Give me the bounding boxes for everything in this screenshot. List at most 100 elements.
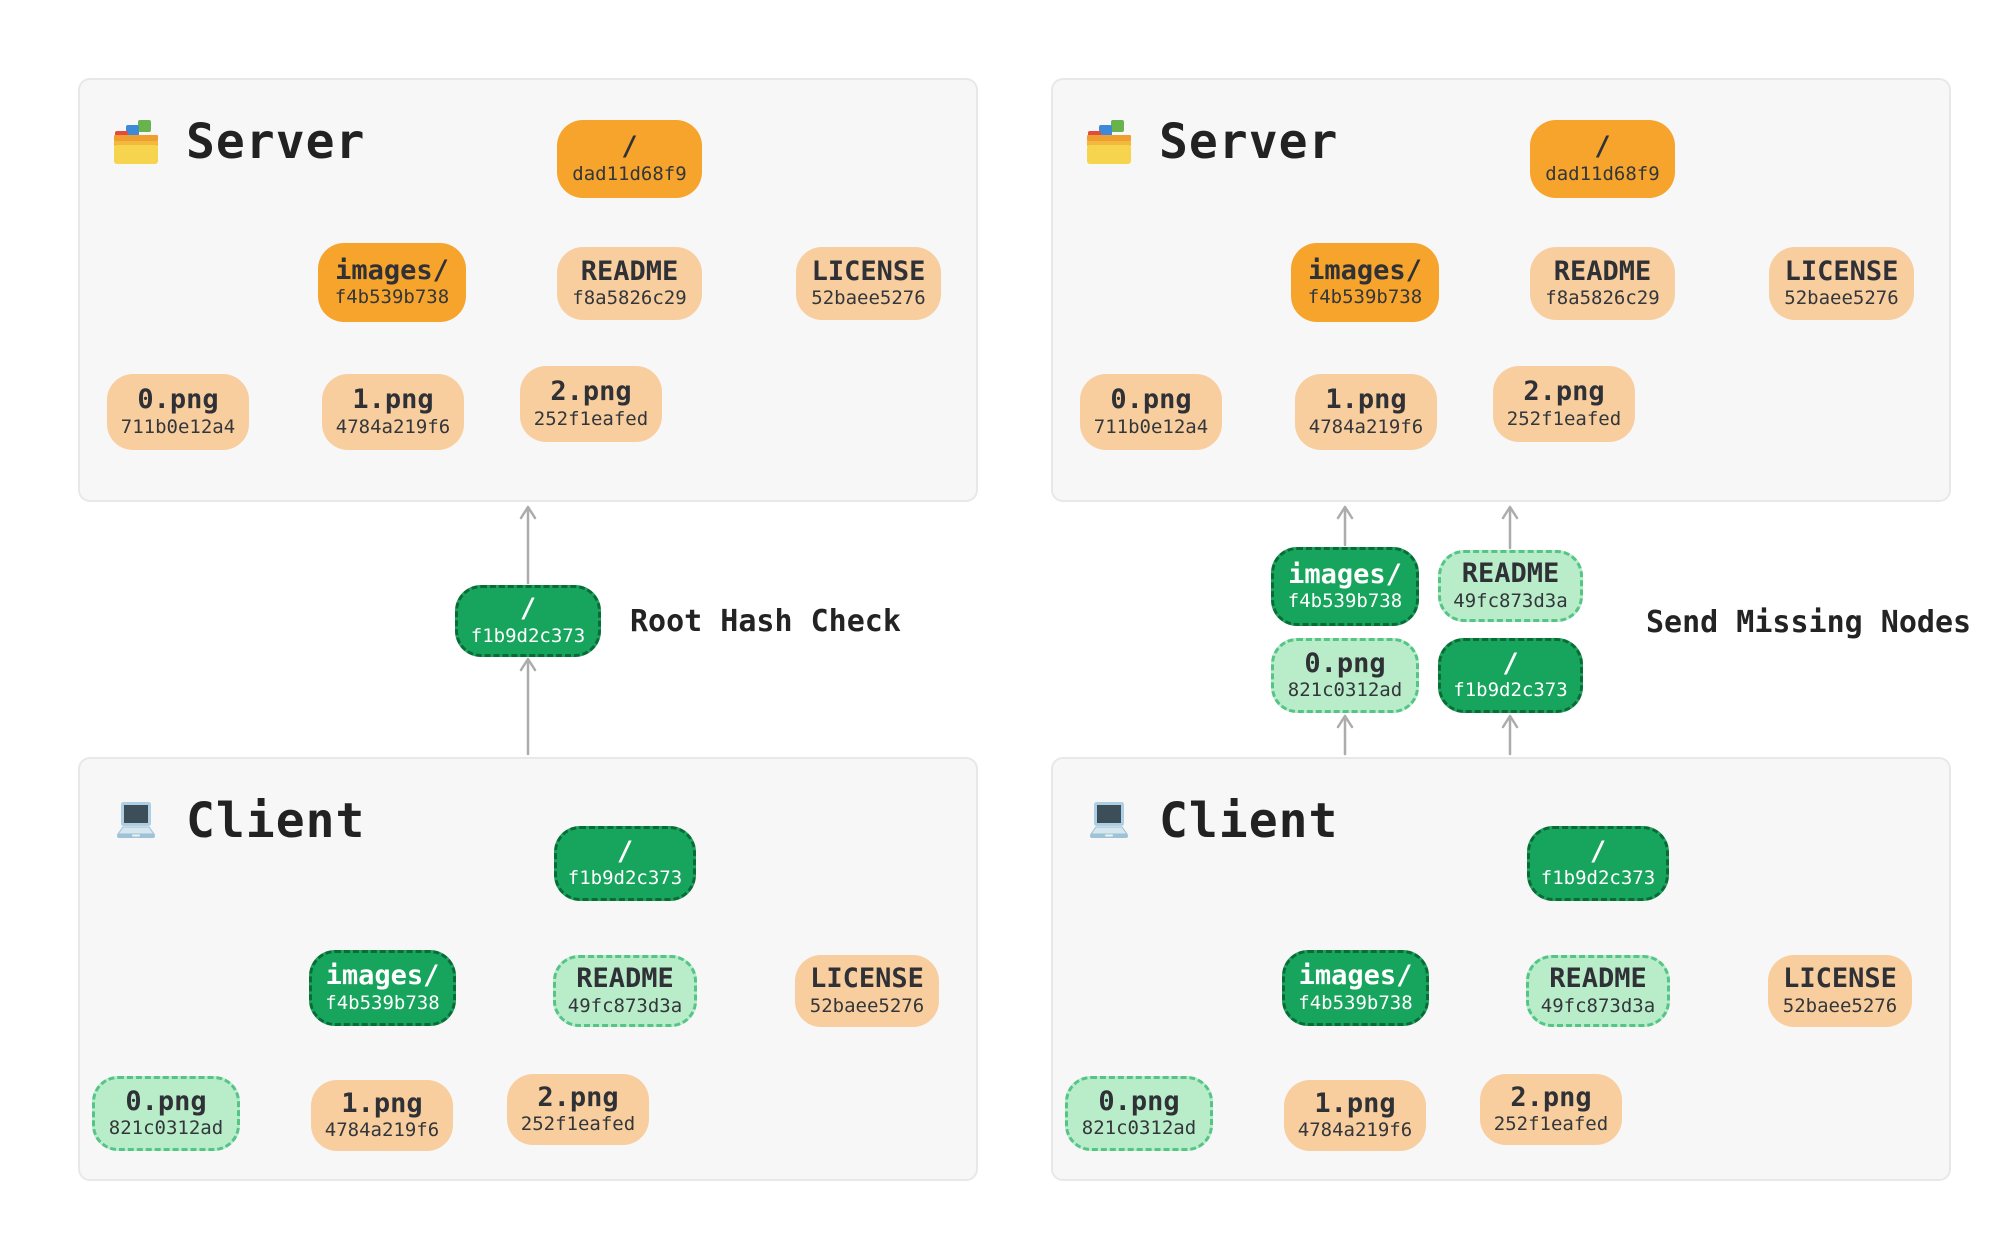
client-readme-node: README 49fc873d3a [553, 955, 697, 1027]
root-hash-check-label: Root Hash Check [630, 604, 901, 639]
node-hash: 52baee5276 [1784, 287, 1899, 310]
laptop-icon [1085, 797, 1133, 845]
node-hash: 4784a219f6 [1308, 415, 1424, 438]
client-root-node: / f1b9d2c373 [1527, 826, 1669, 901]
client-license-node: LICENSE 52baee5276 [1768, 955, 1912, 1027]
node-name: / [1594, 131, 1611, 163]
node-name: 1.png [1314, 1087, 1396, 1119]
node-hash: 252f1eafed [1493, 1113, 1609, 1136]
node-hash: 52baee5276 [811, 287, 926, 310]
node-hash: f4b539b738 [1307, 286, 1423, 309]
client-images-node: images/ f4b539b738 [1282, 950, 1429, 1026]
node-hash: 49fc873d3a [567, 994, 683, 1017]
transfer-readme-node: README 49fc873d3a [1438, 550, 1583, 622]
client-1png-node: 1.png 4784a219f6 [311, 1080, 453, 1151]
server-0png-node: 0.png 711b0e12a4 [107, 374, 249, 450]
node-hash: 711b0e12a4 [120, 415, 236, 438]
laptop-icon [112, 797, 160, 845]
node-name: LICENSE [810, 963, 924, 995]
server-0png-node: 0.png 711b0e12a4 [1080, 374, 1222, 450]
client-readme-node: README 49fc873d3a [1526, 955, 1670, 1027]
node-name: images/ [325, 960, 440, 992]
node-hash: 49fc873d3a [1540, 994, 1656, 1017]
server-1png-node: 1.png 4784a219f6 [322, 374, 464, 450]
node-name: / [1502, 647, 1519, 679]
card-index-icon [1085, 118, 1133, 166]
card-index-icon [112, 118, 160, 166]
transfer-root-node: / f1b9d2c373 [1438, 638, 1583, 713]
node-hash: f8a5826c29 [1545, 287, 1660, 310]
node-hash: f4b539b738 [325, 991, 440, 1014]
node-name: 2.png [1510, 1081, 1592, 1113]
node-hash: f4b539b738 [1298, 991, 1413, 1014]
node-name: / [1589, 835, 1607, 867]
server-panel-right: Server / dad11d68f9 images/ f4b539b738 R… [1051, 78, 1951, 502]
node-name: README [1549, 963, 1647, 995]
node-name: README [576, 963, 674, 995]
node-hash: 711b0e12a4 [1093, 415, 1209, 438]
server-images-node: images/ f4b539b738 [318, 243, 466, 322]
server-panel-left: Server / dad11d68f9 images/ f4b539b738 R… [78, 78, 978, 502]
node-name: images/ [335, 254, 449, 286]
transfer-0png-node: 0.png 821c0312ad [1271, 638, 1419, 713]
node-hash: f1b9d2c373 [470, 624, 586, 647]
node-hash: 821c0312ad [1081, 1117, 1197, 1140]
client-panel-right: Client / f1b9d2c373 images/ f4b539b738 R… [1051, 757, 1951, 1181]
node-hash: 4784a219f6 [1297, 1119, 1413, 1142]
client-2png-node: 2.png 252f1eafed [1480, 1074, 1622, 1145]
server-root-node: / dad11d68f9 [1530, 120, 1675, 198]
client-0png-node: 0.png 821c0312ad [1065, 1076, 1213, 1151]
node-name: 0.png [1098, 1085, 1180, 1117]
client-panel-left: Client / f1b9d2c373 images/ f4b539b738 R… [78, 757, 978, 1181]
node-name: LICENSE [1783, 963, 1897, 995]
node-name: 1.png [341, 1087, 423, 1119]
node-hash: 821c0312ad [1287, 679, 1403, 702]
server-root-node: / dad11d68f9 [557, 120, 702, 198]
server-1png-node: 1.png 4784a219f6 [1295, 374, 1437, 450]
root-hash-check-node: / f1b9d2c373 [455, 585, 601, 657]
node-hash: f1b9d2c373 [567, 867, 683, 890]
node-name: LICENSE [811, 255, 926, 287]
send-missing-nodes-label: Send Missing Nodes [1646, 605, 1972, 640]
node-name: / [621, 131, 638, 163]
node-name: README [1461, 558, 1560, 590]
server-panel-title: Server [1159, 114, 1339, 170]
server-images-node: images/ f4b539b738 [1291, 243, 1439, 322]
server-license-node: LICENSE 52baee5276 [796, 247, 941, 320]
node-name: 2.png [537, 1081, 619, 1113]
server-readme-node: README f8a5826c29 [557, 247, 702, 320]
node-name: 0.png [125, 1085, 207, 1117]
node-hash: 52baee5276 [809, 994, 925, 1017]
node-hash: 821c0312ad [108, 1117, 224, 1140]
node-name: LICENSE [1784, 255, 1899, 287]
server-header: Server [112, 114, 365, 170]
client-license-node: LICENSE 52baee5276 [795, 955, 939, 1027]
node-hash: dad11d68f9 [572, 162, 687, 185]
client-2png-node: 2.png 252f1eafed [507, 1074, 649, 1145]
client-panel-title: Client [1159, 793, 1339, 849]
client-panel-title: Client [186, 793, 366, 849]
node-name: images/ [1298, 960, 1413, 992]
node-name: images/ [1288, 558, 1402, 590]
node-hash: 252f1eafed [520, 1113, 636, 1136]
node-name: 0.png [137, 384, 219, 416]
node-name: / [519, 593, 537, 625]
server-license-node: LICENSE 52baee5276 [1769, 247, 1914, 320]
server-readme-node: README f8a5826c29 [1530, 247, 1675, 320]
client-images-node: images/ f4b539b738 [309, 950, 456, 1026]
node-hash: f8a5826c29 [572, 287, 687, 310]
node-name: 0.png [1110, 384, 1192, 416]
node-name: README [580, 255, 679, 287]
node-name: 2.png [550, 376, 632, 408]
node-hash: f1b9d2c373 [1540, 867, 1656, 890]
node-hash: 252f1eafed [533, 407, 649, 430]
client-root-node: / f1b9d2c373 [554, 826, 696, 901]
client-header: Client [112, 793, 365, 849]
server-2png-node: 2.png 252f1eafed [1493, 366, 1635, 442]
client-header: Client [1085, 793, 1338, 849]
client-1png-node: 1.png 4784a219f6 [1284, 1080, 1426, 1151]
client-0png-node: 0.png 821c0312ad [92, 1076, 240, 1151]
node-name: 1.png [352, 384, 434, 416]
node-hash: f4b539b738 [1287, 590, 1403, 613]
